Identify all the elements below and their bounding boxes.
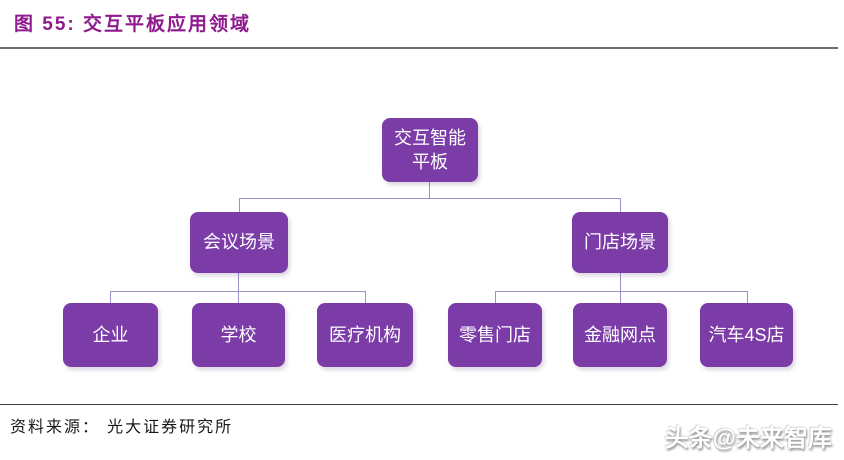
connector-meeting-up <box>239 198 240 212</box>
connector-enterprise-stub <box>110 291 111 303</box>
connector-auto-stub <box>747 291 748 303</box>
source-attribution: 资料来源： 光大证券研究所 <box>10 417 234 436</box>
connector-store-horizontal <box>495 291 748 292</box>
connector-level1-horizontal <box>239 198 621 199</box>
tree-node-enterprise: 企业 <box>63 303 158 367</box>
tree-node-store-scene: 门店场景 <box>572 212 668 273</box>
tree-node-root: 交互智能 平板 <box>382 118 478 182</box>
connector-root-down <box>429 182 430 198</box>
tree-node-auto-4s: 汽车4S店 <box>700 303 793 367</box>
connector-meeting-down <box>238 273 239 303</box>
tree-node-retail: 零售门店 <box>448 303 542 367</box>
footer-divider <box>0 404 838 405</box>
tree-node-finance: 金融网点 <box>573 303 667 367</box>
tree-node-meeting-scene: 会议场景 <box>190 212 288 273</box>
connector-store-up <box>620 198 621 212</box>
connector-meeting-horizontal <box>110 291 366 292</box>
figure-title: 图 55: 交互平板应用领域 <box>14 14 252 35</box>
connector-store-down <box>620 273 621 303</box>
tree-node-medical: 医疗机构 <box>317 303 413 367</box>
watermark: 头条@未来智库 <box>664 425 832 452</box>
connector-retail-stub <box>495 291 496 303</box>
title-underline <box>0 47 838 49</box>
tree-node-school: 学校 <box>192 303 285 367</box>
connector-medical-stub <box>365 291 366 303</box>
